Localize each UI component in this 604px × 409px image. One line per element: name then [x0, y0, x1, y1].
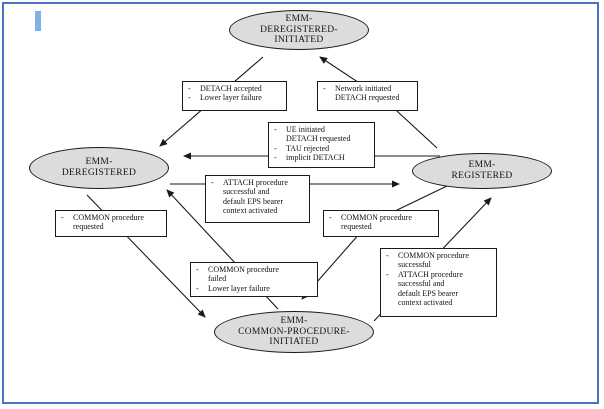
page-border — [2, 2, 599, 404]
bullet-dash: - — [274, 143, 277, 153]
bullet-line: successful — [398, 260, 431, 270]
bullet-item: -DETACH accepted — [186, 84, 284, 93]
bullet-dash: - — [274, 125, 277, 134]
bullet-line: Lower layer failure — [200, 93, 262, 103]
state-label-line: REGISTERED — [451, 171, 513, 181]
state-label-line: DEREGISTERED — [61, 168, 137, 178]
bullet-dash: - — [211, 178, 214, 187]
bullet-line: COMMON procedure — [73, 213, 144, 222]
bullet-line: requested — [73, 222, 104, 232]
bullet-dash: - — [196, 283, 199, 293]
state-label-line: EMM- — [285, 14, 313, 25]
bullet-dash: - — [188, 93, 191, 103]
bullet-dash: - — [323, 84, 326, 93]
bullet-line: default EPS bearer — [223, 196, 283, 206]
bullet-line: ATTACH procedure — [398, 269, 463, 279]
bullet-item: -Lower layer failure — [194, 284, 315, 293]
bullet-line: failed — [208, 274, 227, 284]
state-label-line: EMM- — [280, 316, 308, 327]
bullet-line: DETACH accepted — [200, 84, 262, 93]
transition-label-detach-accepted: -DETACH accepted-Lower layer failure — [182, 81, 287, 111]
bullet-line: successful and — [223, 187, 270, 197]
bullet-line: UE initiated — [286, 125, 325, 134]
state-emm-deregistered-initiated: EMM-DEREGISTERED-INITIATED — [229, 10, 369, 50]
bullet-line: implicit DETACH — [286, 153, 345, 163]
bullet-line: context activated — [223, 206, 278, 216]
state-emm-deregistered: EMM-DEREGISTERED — [29, 147, 169, 189]
bullet-dash: - — [386, 269, 389, 279]
bullet-dash: - — [61, 213, 64, 222]
state-label-line: DEREGISTERED- — [260, 24, 338, 35]
bullet-dash: - — [274, 153, 277, 163]
bullet-dash: - — [386, 251, 389, 260]
bullet-line: COMMON procedure — [208, 265, 279, 274]
state-emm-common-procedure-initiated: EMM-COMMON-PROCEDURE-INITIATED — [214, 311, 374, 353]
bullet-line: Lower layer failure — [208, 283, 270, 293]
bullet-line: DETACH requested — [335, 93, 400, 103]
state-emm-registered: EMM-REGISTERED — [412, 153, 552, 189]
bullet-dash: - — [329, 213, 332, 222]
bullet-line: TAU rejected — [286, 143, 330, 153]
state-label-line: INITIATED — [274, 35, 324, 46]
bullet-dash: - — [188, 84, 191, 93]
bullet-line: DETACH requested — [286, 134, 351, 144]
text-cursor-bar — [35, 11, 41, 31]
bullet-dash: - — [196, 265, 199, 274]
bullet-item: -TAU rejected — [272, 144, 372, 153]
bullet-line: default EPS bearer — [398, 288, 458, 298]
state-label-line: COMMON-PROCEDURE- — [238, 326, 350, 337]
bullet-item: -Lower layer failure — [186, 93, 284, 102]
bullet-line: ATTACH procedure — [223, 178, 288, 187]
bullet-item: -implicit DETACH — [272, 153, 372, 162]
state-label-line: EMM- — [468, 160, 496, 171]
state-label-line: EMM- — [85, 157, 113, 168]
bullet-line: COMMON procedure — [398, 251, 469, 260]
bullet-line: context activated — [398, 298, 453, 308]
bullet-line: COMMON procedure — [341, 213, 412, 222]
state-label-line: INITIATED — [269, 337, 319, 348]
bullet-line: Network initiated — [335, 84, 392, 93]
bullet-line: successful and — [398, 279, 445, 289]
bullet-line: requested — [341, 222, 372, 232]
